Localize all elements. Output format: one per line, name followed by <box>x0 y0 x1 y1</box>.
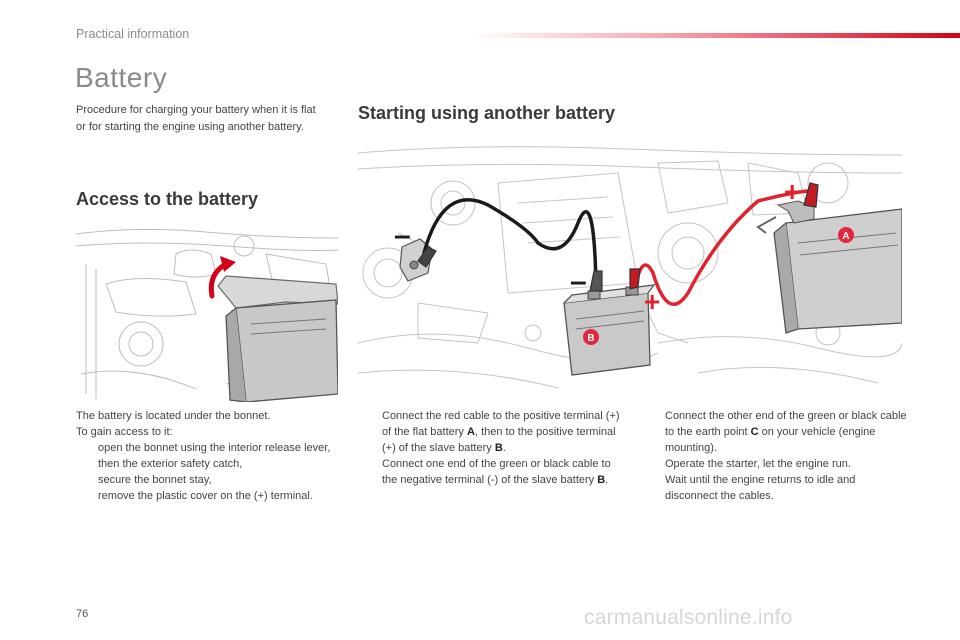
list-item: Connect the red cable to the positive te… <box>382 410 620 454</box>
access-instructions: The battery is located under the bonnet.… <box>76 408 338 504</box>
list-item: Connect the other end of the green or bl… <box>665 410 907 454</box>
negative-mark-slave: – <box>570 265 587 298</box>
access-heading: Access to the battery <box>76 189 259 209</box>
list-item: secure the bonnet stay, <box>98 474 212 486</box>
access-location-text: The battery is located under the bonnet. <box>76 410 271 422</box>
list-item: remove the plastic cover on the (+) term… <box>98 490 313 502</box>
intro-text: Procedure for charging your battery when… <box>76 104 316 133</box>
badge-b-label: B <box>587 333 594 344</box>
negative-mark-earth: – <box>394 219 411 252</box>
page-number: 76 <box>76 608 89 620</box>
section-label: Practical information <box>76 27 190 41</box>
badge-b <box>583 329 599 345</box>
access-intro-text: To gain access to it: <box>76 426 173 438</box>
jump-start-illustration: – – + + A B <box>357 143 903 403</box>
bonnet-battery-illustration <box>75 224 339 403</box>
starting-instructions-col1: Connect the red cable to the positive te… <box>360 408 628 488</box>
starting-heading: Starting using another battery <box>358 103 616 123</box>
list-item: Operate the starter, let the engine run. <box>665 458 851 470</box>
positive-mark-slave: + <box>644 286 660 317</box>
badge-a <box>838 227 854 243</box>
starting-instructions-col2: Connect the other end of the green or bl… <box>643 408 907 504</box>
positive-mark-flat: + <box>784 176 800 207</box>
watermark: carmanualsonline.info <box>584 606 793 629</box>
list-item: Wait until the engine returns to idle an… <box>665 474 856 502</box>
list-item: open the bonnet using the interior relea… <box>98 442 331 470</box>
list-item: Connect one end of the green or black ca… <box>382 458 611 486</box>
badge-a-label: A <box>842 231 849 242</box>
page-title: Battery <box>75 62 168 93</box>
header-accent-bar <box>470 33 960 38</box>
